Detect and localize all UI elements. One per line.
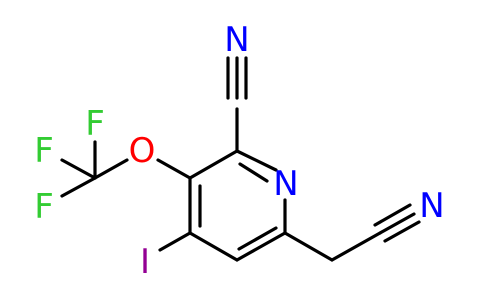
bond-cf3-f-left — [60, 158, 97, 180]
bond-c6-ch2 — [283, 231, 334, 262]
bond-n1-c2-inner — [238, 162, 269, 183]
atom-label-nitrile-n-top: N — [224, 20, 249, 60]
bond-cn2-triple-2 — [373, 203, 412, 227]
bond-cn2-triple-1 — [378, 212, 416, 235]
atom-label-fluorine-top: F — [85, 104, 105, 144]
bond-c5-c6 — [235, 231, 287, 262]
nitrile-top-bonds — [226, 56, 248, 153]
ring-bonds — [188, 149, 287, 262]
bond-cf3-f-bottom — [60, 176, 97, 198]
bond-o-cf3 — [93, 158, 129, 180]
bond-n1-c2 — [235, 149, 278, 172]
trifluoromethoxy-bonds — [60, 140, 192, 198]
bond-c4-i — [158, 231, 192, 252]
atom-label-iodine: I — [140, 242, 150, 282]
bond-c5-c6-inner — [237, 226, 278, 251]
atom-label-fluorine-bottom: F — [34, 187, 54, 227]
atom-label-ether-o: O — [129, 131, 156, 171]
cyanomethyl-bonds — [283, 203, 421, 262]
bond-c3-o — [156, 158, 192, 180]
bond-c2-c3 — [188, 149, 239, 180]
bond-ch2-cn — [330, 231, 382, 262]
bond-c4-c5 — [188, 231, 239, 262]
bond-cn2-triple-3 — [383, 220, 421, 243]
atom-label-fluorine-left: F — [34, 131, 54, 171]
atom-label-nitrile-n-right: N — [419, 186, 444, 226]
atom-label-pyridine-n: N — [273, 164, 298, 204]
atom-labels: N N N O F F F I — [34, 20, 445, 282]
